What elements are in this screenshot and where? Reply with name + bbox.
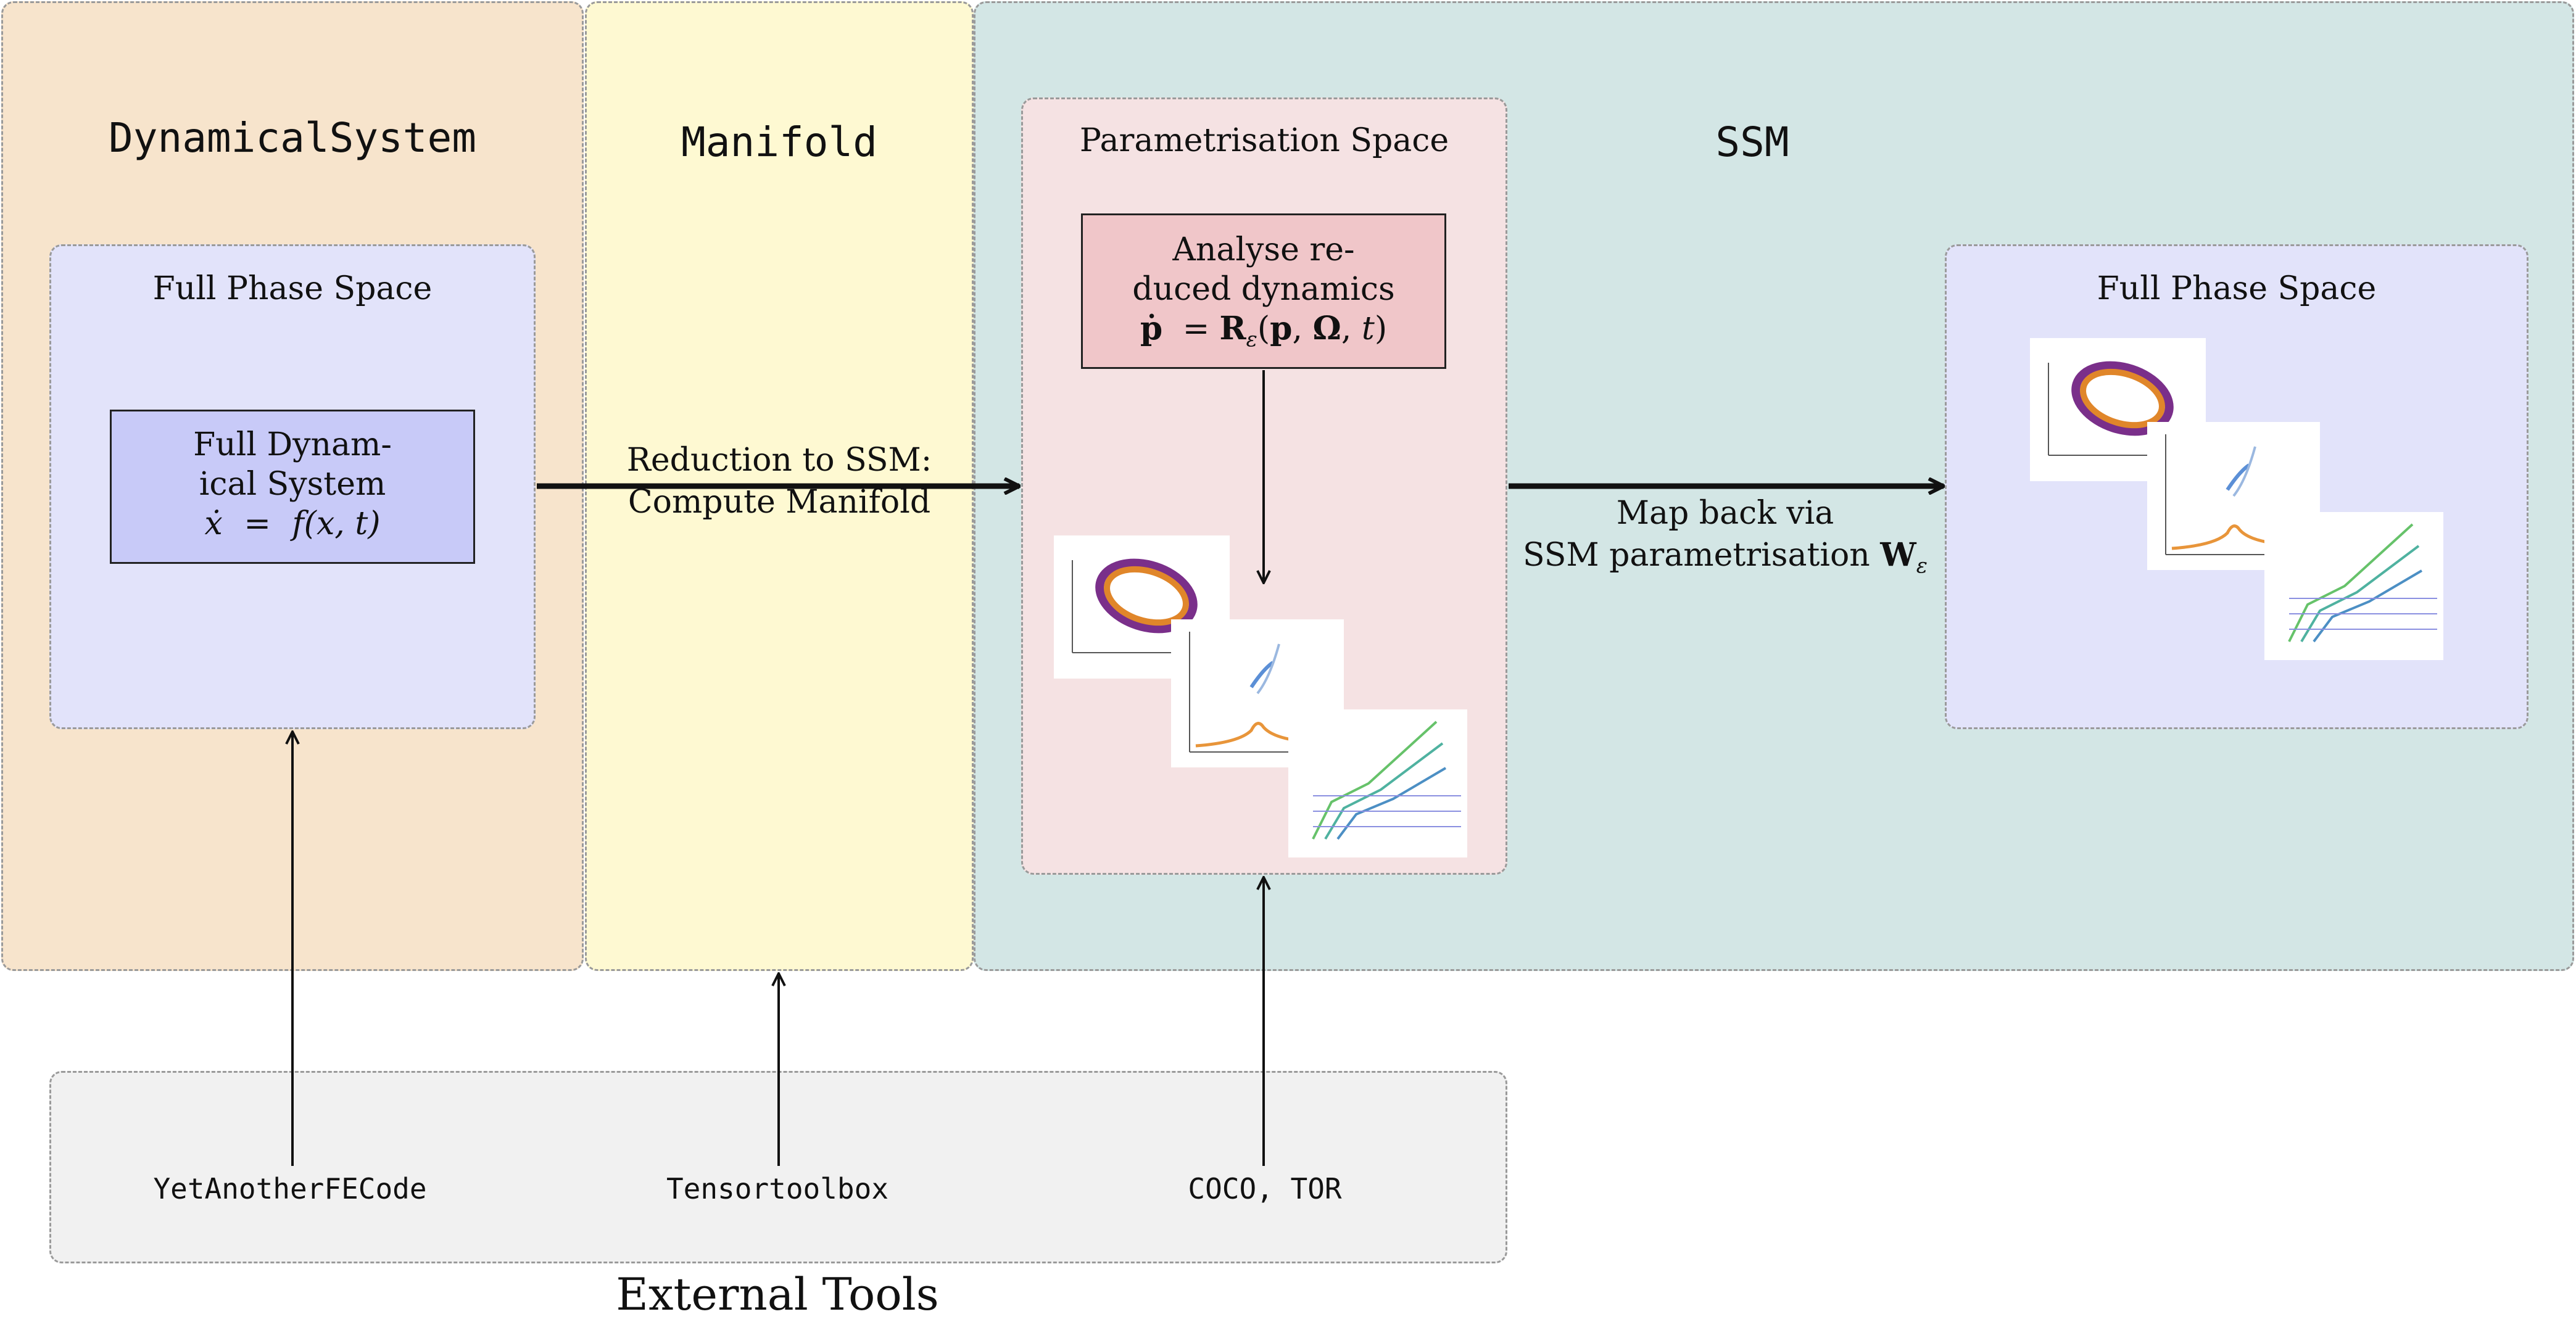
tool-yetanotherfecode: YetAnotherFECode (153, 1172, 427, 1205)
eq-equals: = (1182, 310, 1210, 347)
eq-open: ( (1257, 310, 1270, 347)
map-back-label-line2: SSM parametrisation Wε (1505, 534, 1945, 587)
reduction-label-line1: Reduction to SSM: (626, 442, 932, 479)
manifold-title: Manifold (681, 118, 877, 166)
eq-omega: Ω (1312, 310, 1341, 347)
reduction-arrow-label: Reduction to SSM: Compute Manifold (585, 439, 974, 523)
full-dynamical-system-line2: ical System (199, 466, 386, 503)
reduced-dynamics-line1: Analyse re- (1172, 231, 1355, 268)
full-dynamical-system-equation: ẋ = f(x, t) (112, 504, 473, 543)
map-back-W: W (1880, 536, 1916, 574)
reduction-label-line2: Compute Manifold (627, 484, 931, 521)
ssm-title: SSM (1715, 118, 1789, 166)
full-dynamical-system-box: Full Dynam- ical System ẋ = f(x, t) (110, 410, 475, 564)
full-dynamical-system-line1: Full Dynam- (193, 426, 392, 463)
plot-thumbnails-param (1054, 535, 1467, 857)
eq-p: p (1270, 310, 1293, 347)
parametrisation-space-title: Parametrisation Space (1079, 122, 1449, 159)
map-back-arrow-label: Map back via SSM parametrisation Wε (1505, 492, 1945, 587)
dynamical-system-title: DynamicalSystem (108, 114, 477, 162)
tool-tensortoolbox: Tensortoolbox (666, 1172, 889, 1205)
eq-R: R (1219, 310, 1246, 347)
map-back-W-sub: ε (1916, 553, 1928, 579)
eq-equals: = (244, 505, 271, 542)
full-phase-space-left-title: Full Phase Space (152, 270, 433, 307)
thumb-surface-plot (1288, 709, 1467, 857)
map-back-label-line1: Map back via (1616, 495, 1834, 532)
reduced-dynamics-box: Analyse re- duced dynamics ṗ =Rε(p, Ω, t… (1081, 213, 1446, 369)
eq-p-dot: ṗ (1140, 310, 1163, 347)
reduced-dynamics-line2: duced dynamics (1132, 271, 1395, 308)
eq-close: ) (1374, 310, 1388, 347)
eq-R-sub: ε (1246, 327, 1257, 352)
eq-t: t (1361, 310, 1375, 347)
eq-lhs: ẋ (204, 505, 223, 542)
tool-coco-tor: COCO, TOR (1188, 1172, 1342, 1205)
thumb-surface-plot-right (2264, 512, 2443, 660)
full-phase-space-right-title: Full Phase Space (2097, 270, 2377, 307)
map-back-label-text: SSM parametrisation (1523, 537, 1870, 574)
eq-comma2: , (1341, 310, 1362, 347)
plot-thumbnails-right (2030, 338, 2443, 660)
reduced-dynamics-equation: ṗ =Rε(p, Ω, t) (1083, 309, 1444, 359)
external-tools-title: External Tools (616, 1268, 939, 1320)
eq-comma1: , (1292, 310, 1313, 347)
eq-rhs: f(x, t) (292, 505, 381, 542)
